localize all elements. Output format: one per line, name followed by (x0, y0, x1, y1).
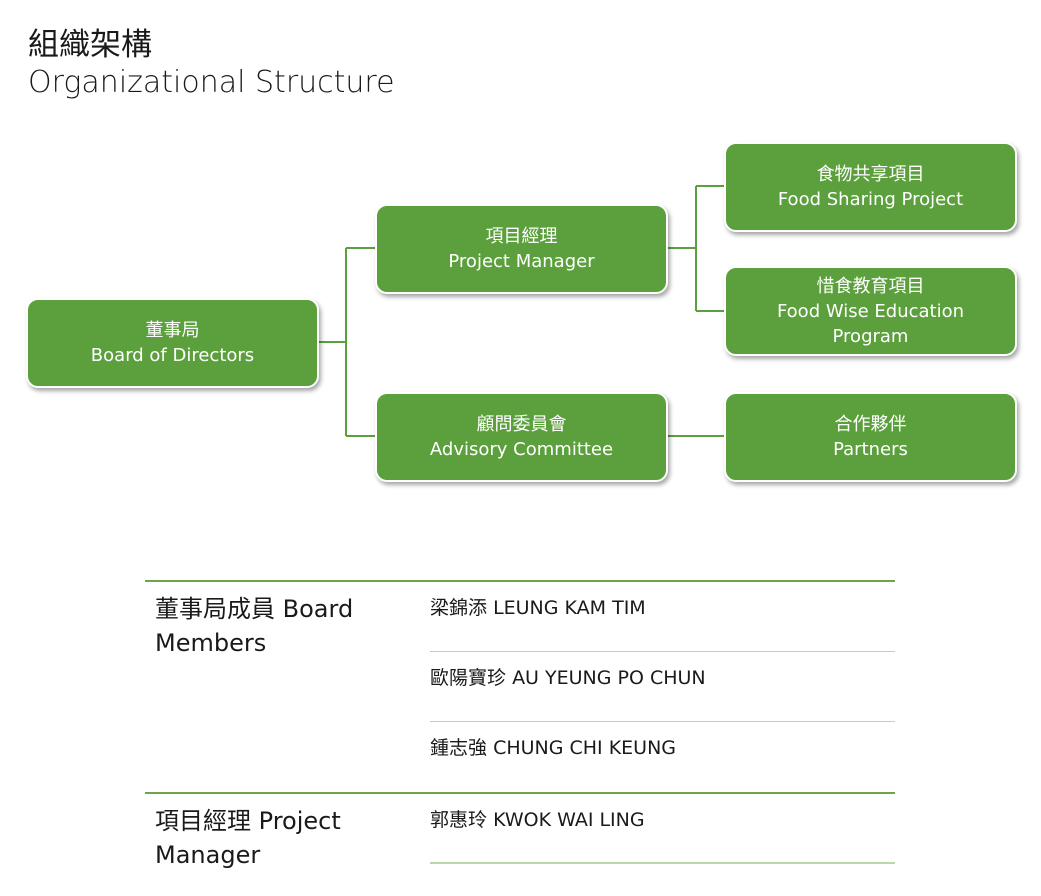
member-name-en: AU YEUNG PO CHUN (512, 667, 706, 689)
member-row: 梁錦添 LEUNG KAM TIM (430, 582, 895, 652)
member-name-zh: 梁錦添 (430, 597, 488, 619)
group-label-en: Project Manager (155, 807, 341, 869)
node-advisory-committee: 顧問委員會 Advisory Committee (375, 392, 668, 482)
title-chinese: 組織架構 (28, 27, 152, 63)
group-label: 項目經理 Project Manager (145, 794, 420, 872)
node-label-zh: 合作夥伴 (834, 414, 907, 435)
node-label-zh: 惜食教育項目 (816, 275, 925, 297)
node-label-zh: 顧問委員會 (476, 414, 567, 435)
member-name-en: CHUNG CHI KEUNG (493, 737, 677, 759)
node-label-en: Project Manager (448, 251, 595, 272)
group-label-en: Board Members (155, 595, 354, 657)
member-row: 歐陽寶珍 AU YEUNG PO CHUN (430, 652, 895, 722)
node-label-en: Advisory Committee (429, 439, 614, 460)
node-partners: 合作夥伴 Partners (724, 392, 1017, 482)
page-title: 組織架構 Organizational Structure (28, 26, 395, 102)
group-label-zh: 董事局成員 (155, 595, 275, 623)
node-label-en: Board of Directors (90, 345, 255, 366)
member-row: 鍾志強 CHUNG CHI KEUNG (430, 722, 895, 792)
node-food-wise-education-program: 惜食教育項目 Food Wise Education Program (724, 266, 1017, 356)
node-board-of-directors: 董事局 Board of Directors (26, 298, 319, 388)
node-label-en: Food Wise Education Program (776, 300, 965, 347)
title-english: Organizational Structure (28, 65, 395, 100)
member-list: 郭惠玲 KWOK WAI LING (420, 794, 895, 872)
node-label-en: Partners (833, 439, 908, 460)
node-label-zh: 董事局 (145, 320, 200, 341)
member-name-en: LEUNG KAM TIM (493, 597, 646, 619)
group-label: 董事局成員 Board Members (145, 582, 420, 792)
member-row: 郭惠玲 KWOK WAI LING (430, 794, 895, 864)
member-name-en: KWOK WAI LING (493, 809, 645, 831)
group-label-zh: 項目經理 (155, 807, 251, 835)
node-project-manager: 項目經理 Project Manager (375, 204, 668, 294)
member-name-zh: 歐陽寶珍 (430, 667, 507, 689)
member-name-zh: 鍾志強 (430, 737, 488, 759)
members-table: 董事局成員 Board Members 梁錦添 LEUNG KAM TIM 歐陽… (145, 580, 895, 872)
members-group-board: 董事局成員 Board Members 梁錦添 LEUNG KAM TIM 歐陽… (145, 580, 895, 792)
node-label-zh: 項目經理 (485, 226, 558, 247)
node-label-zh: 食物共享項目 (816, 164, 925, 185)
node-food-sharing-project: 食物共享項目 Food Sharing Project (724, 142, 1017, 232)
member-list: 梁錦添 LEUNG KAM TIM 歐陽寶珍 AU YEUNG PO CHUN … (420, 582, 895, 792)
node-label-en: Food Sharing Project (777, 189, 964, 210)
member-name-zh: 郭惠玲 (430, 809, 488, 831)
members-group-project-manager: 項目經理 Project Manager 郭惠玲 KWOK WAI LING (145, 792, 895, 872)
